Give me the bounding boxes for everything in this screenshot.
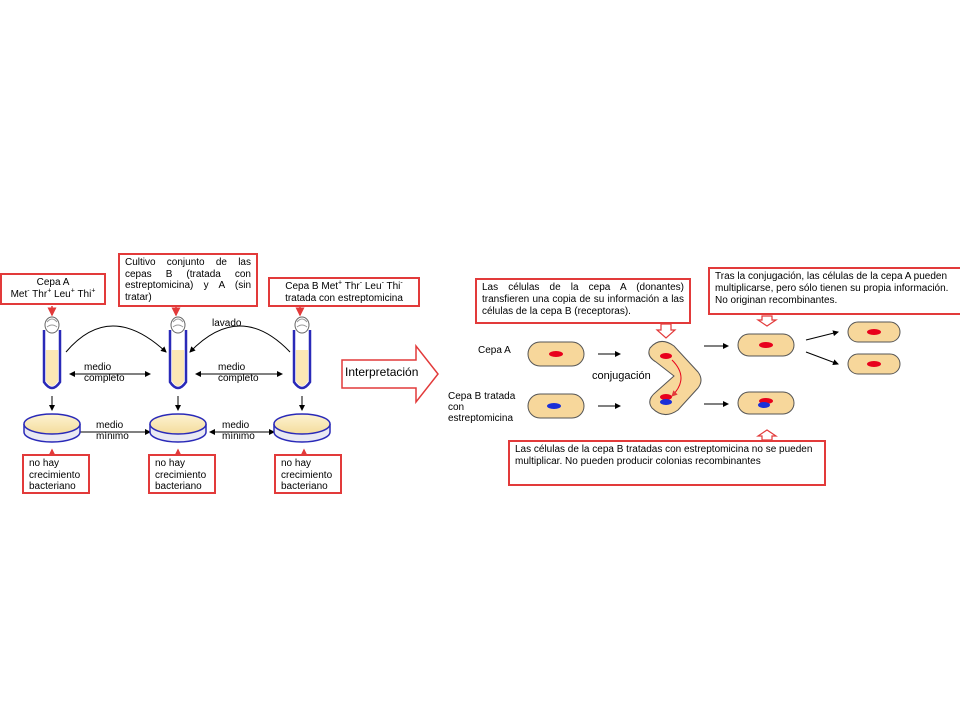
into-conjugation-arrows [598, 351, 621, 409]
petri-dish-b [273, 413, 331, 443]
arrow-b-to-mixed [189, 325, 291, 353]
no-growth-box-b: no hay crecimiento bacteriano [274, 454, 342, 494]
right-box-connectors [655, 315, 778, 441]
out-of-conjugation-arrows [704, 330, 839, 407]
after-conjugation-box: Tras la conjugación, las células de la c… [708, 267, 960, 315]
cepa-b-treatment: tratada con estreptomicina [285, 292, 403, 304]
cell-cepa-b [527, 393, 585, 419]
tube-to-dish-arrows [49, 396, 305, 411]
test-tube-b [292, 316, 312, 390]
cultivo-box: Cultivo conjunto de las cepas B (tratada… [118, 253, 258, 307]
petri-dish-mixed [149, 413, 207, 443]
arrow-a-to-mixed [65, 325, 167, 353]
donor-info-box: Las células de la cepa A (donantes) tran… [475, 278, 691, 324]
no-growth-box-mixed: no hay crecimiento bacteriano [148, 454, 216, 494]
cell-b-after [737, 391, 795, 415]
streptomycin-box: Las células de la cepa B tratadas con es… [508, 440, 826, 486]
cell-a-after [737, 333, 795, 357]
conjugation-label: conjugación [592, 370, 651, 382]
no-growth-box-a: no hay crecimiento bacteriano [22, 454, 90, 494]
cepa-a-genotype: Met- Thr+ Leu+ Thi+ [10, 287, 96, 300]
interpretation-label: Interpretación [345, 365, 419, 379]
cell-cepa-a [527, 341, 585, 367]
conjugating-cells [648, 341, 702, 415]
medio-completo-label-2: medio completo [218, 362, 259, 384]
interpretation-arrow-shape [341, 343, 439, 405]
medio-completo-label-1: medio completo [84, 362, 125, 384]
test-tube-mixed [168, 316, 188, 390]
petri-dish-a [23, 413, 81, 443]
cell-a-daughter-1 [847, 321, 901, 343]
cepa-a-title: Cepa A [36, 277, 70, 288]
right-panel-frame [446, 262, 960, 490]
medium-double-arrows [69, 371, 283, 435]
cepa-a-row-label: Cepa A [478, 345, 511, 356]
test-tube-a [42, 316, 62, 390]
cepa-a-box: Cepa A Met- Thr+ Leu+ Thi+ [0, 273, 106, 305]
medio-minimo-label-1: medio mínimo [96, 420, 129, 442]
lavado-label: lavado [212, 318, 242, 329]
cepa-b-genotype: Cepa B Met+ Thr- Leu- Thi- [285, 279, 403, 292]
cell-a-daughter-2 [847, 353, 901, 375]
medio-minimo-label-2: medio mínimo [222, 420, 255, 442]
cepa-b-box: Cepa B Met+ Thr- Leu- Thi- tratada con e… [268, 277, 420, 307]
cepa-b-row-label: Cepa B tratada con estreptomicina [448, 391, 516, 424]
